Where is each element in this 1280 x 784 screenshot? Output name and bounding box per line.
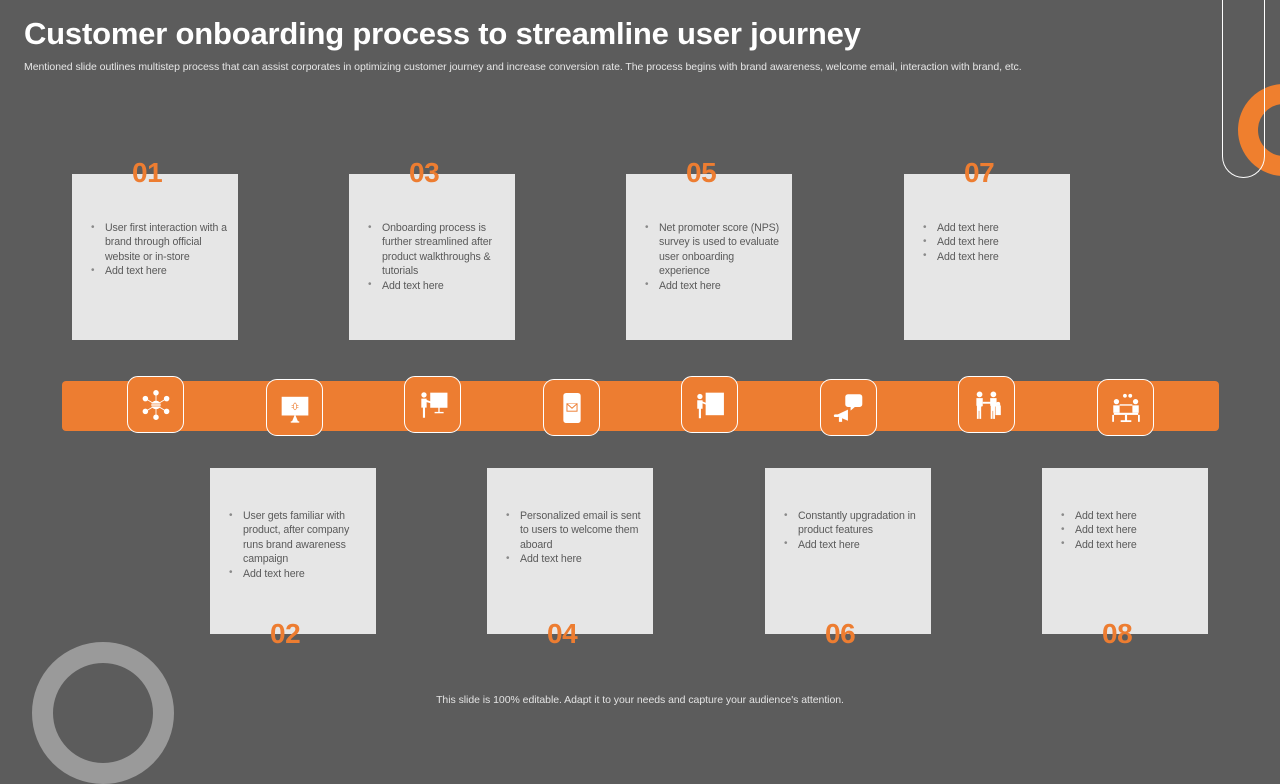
step-icon-tile-07[interactable] (958, 376, 1015, 433)
step-bullet-item: Add text here (88, 264, 230, 279)
step-bullet-item: Add text here (226, 566, 368, 581)
step-icon-tile-05[interactable] (681, 376, 738, 433)
step-bullet-list: Personalized email is sent to users to w… (503, 508, 645, 567)
step-card-05[interactable]: Net promoter score (NPS) survey is used … (626, 174, 792, 340)
page-subtitle: Mentioned slide outlines multistep proce… (24, 60, 1022, 73)
step-bullet-list: Onboarding process is further streamline… (365, 221, 507, 293)
step-number-03: 03 (409, 157, 440, 188)
page-title: Customer onboarding process to streamlin… (24, 16, 861, 51)
step-number-08: 08 (1102, 618, 1133, 649)
step-bullet-item: Add text here (781, 537, 923, 552)
step-bullet-item: Add text here (503, 552, 645, 567)
step-card-08[interactable]: Add text hereAdd text hereAdd text here (1042, 468, 1208, 634)
step-bullet-item: Constantly upgradation in product featur… (781, 509, 923, 538)
step-card-06[interactable]: Constantly upgradation in product featur… (765, 468, 931, 634)
step-bullet-list: Constantly upgradation in product featur… (781, 509, 923, 553)
step-card-02[interactable]: User gets familiar with product, after c… (210, 468, 376, 634)
step-bullet-item: Add text here (920, 235, 1062, 250)
step-bullet-item: Add text here (365, 278, 507, 293)
step-bullet-list: Net promoter score (NPS) survey is used … (642, 221, 784, 293)
step-icon-tile-01[interactable] (127, 376, 184, 433)
step-number-04: 04 (547, 618, 578, 649)
step-number-02: 02 (270, 618, 301, 649)
step-number-07: 07 (964, 157, 995, 188)
decorative-u-line (1222, 0, 1265, 178)
process-diagram: User first interaction with a brand thro… (0, 0, 1280, 720)
slide-header: Customer onboarding process to streamlin… (24, 16, 1194, 74)
step-number-01: 01 (132, 157, 163, 188)
person-checklist-icon (693, 388, 727, 422)
mobile-email-icon (555, 391, 589, 425)
step-icon-tile-04[interactable] (543, 379, 600, 436)
step-bullet-item: Add text here (920, 220, 1062, 235)
slide-footer-note: This slide is 100% editable. Adapt it to… (436, 694, 844, 706)
step-bullet-list: User gets familiar with product, after c… (226, 509, 368, 581)
step-bullet-item: User first interaction with a brand thro… (88, 220, 230, 264)
step-bullet-item: Onboarding process is further streamline… (365, 221, 507, 279)
step-icon-tile-06[interactable] (820, 379, 877, 436)
step-card-03[interactable]: Onboarding process is further streamline… (349, 174, 515, 340)
step-bullet-item: Add text here (1058, 537, 1200, 552)
step-bullet-list: User first interaction with a brand thro… (88, 220, 230, 279)
megaphone-announcement-icon (832, 391, 866, 425)
process-timeline-bar (62, 381, 1219, 431)
step-bullet-item: Add text here (642, 278, 784, 293)
network-hub-icon (139, 388, 173, 422)
monitor-globe-icon (278, 391, 312, 425)
step-bullet-list: Add text hereAdd text hereAdd text here (920, 220, 1062, 264)
step-card-04[interactable]: Personalized email is sent to users to w… (487, 468, 653, 634)
handshake-shopper-icon (970, 388, 1004, 422)
step-icon-tile-03[interactable] (404, 376, 461, 433)
step-bullet-item: Add text here (1058, 508, 1200, 523)
step-number-05: 05 (686, 157, 717, 188)
step-bullet-item: User gets familiar with product, after c… (226, 509, 368, 567)
step-card-01[interactable]: User first interaction with a brand thro… (72, 174, 238, 340)
step-bullet-item: Add text here (920, 249, 1062, 264)
step-number-06: 06 (825, 618, 856, 649)
step-card-07[interactable]: Add text hereAdd text hereAdd text here (904, 174, 1070, 340)
meeting-table-icon (1109, 391, 1143, 425)
step-icon-tile-08[interactable] (1097, 379, 1154, 436)
presenter-board-icon (416, 388, 450, 422)
step-bullet-item: Personalized email is sent to users to w… (503, 508, 645, 552)
step-bullet-item: Add text here (1058, 523, 1200, 538)
step-bullet-list: Add text hereAdd text hereAdd text here (1058, 508, 1200, 552)
step-icon-tile-02[interactable] (266, 379, 323, 436)
step-bullet-item: Net promoter score (NPS) survey is used … (642, 221, 784, 279)
